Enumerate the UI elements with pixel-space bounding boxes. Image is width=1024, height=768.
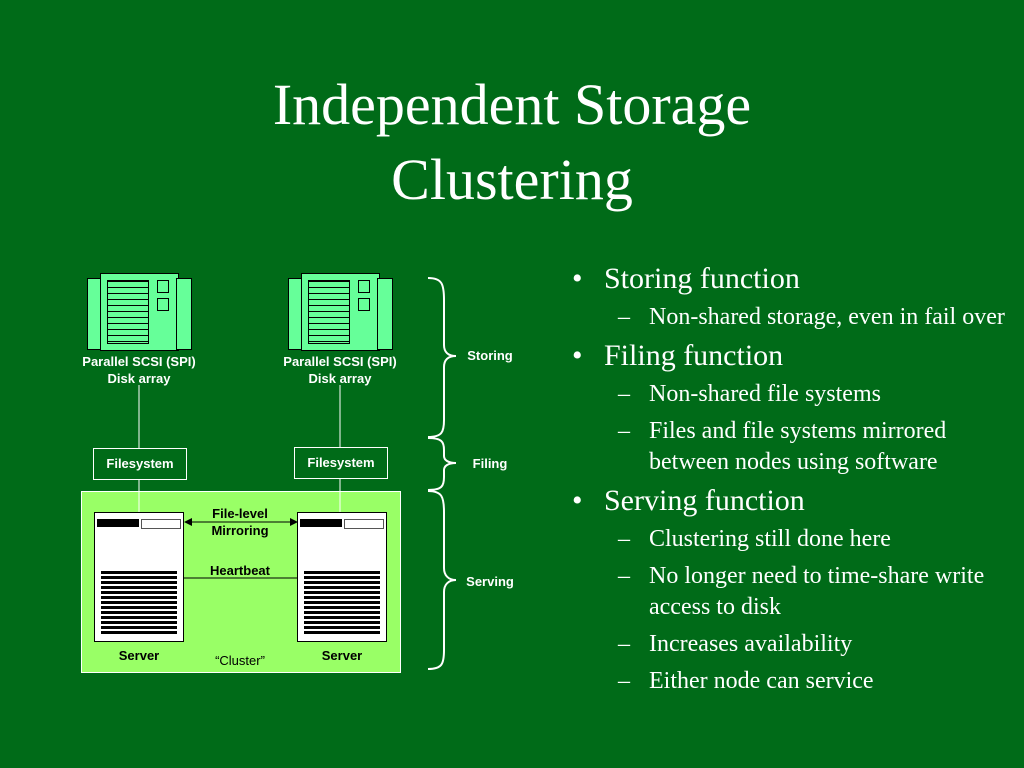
brace-filing [427, 437, 457, 491]
server-left-icon [94, 512, 184, 642]
disk-array-right-icon [288, 273, 393, 351]
bullet-filing: Filing function [560, 339, 1010, 373]
sub-bullet: Increases availability [560, 629, 1010, 660]
slide-title-line1: Independent Storage [272, 72, 752, 137]
disk-label-left-line1: Parallel SCSI (SPI) [82, 354, 196, 369]
bullet-serving: Serving function [560, 484, 1010, 518]
sub-bullet: No longer need to time-share write acces… [560, 561, 1010, 623]
sub-bullet: Files and file systems mirrored between … [560, 416, 1010, 478]
bullet-storing: Storing function [560, 262, 1010, 296]
bullet-list: Storing function Non-shared storage, eve… [560, 262, 1010, 703]
mirroring-label-line2: Mirroring [211, 523, 269, 538]
server-right-icon [297, 512, 387, 642]
mirroring-label-line1: File-level [212, 506, 268, 521]
disk-label-right-line1: Parallel SCSI (SPI) [283, 354, 397, 369]
disk-label-right: Parallel SCSI (SPI) Disk array [269, 353, 411, 387]
disk-array-left-icon [87, 273, 192, 351]
mirroring-label: File-level Mirroring [186, 505, 294, 539]
slide-title-line2: Clustering [391, 147, 633, 212]
cluster-label: “Cluster” [215, 653, 265, 668]
server-left-label: Server [118, 648, 160, 663]
brace-label-filing: Filing [472, 456, 508, 471]
sub-bullet: Either node can service [560, 666, 1010, 697]
sub-bullet: Clustering still done here [560, 524, 1010, 555]
disk-label-left: Parallel SCSI (SPI) Disk array [68, 353, 210, 387]
brace-storing [427, 277, 457, 438]
brace-label-serving: Serving [466, 574, 514, 589]
filesystem-right-box: Filesystem [294, 447, 388, 479]
heartbeat-label: Heartbeat [210, 563, 270, 578]
filesystem-left-box: Filesystem [93, 448, 187, 480]
brace-serving [427, 490, 457, 670]
disk-label-left-line2: Disk array [107, 371, 171, 386]
sub-bullet: Non-shared storage, even in fail over [560, 302, 1010, 333]
brace-label-storing: Storing [467, 348, 513, 363]
server-right-label: Server [321, 648, 363, 663]
disk-label-right-line2: Disk array [308, 371, 372, 386]
sub-bullet: Non-shared file systems [560, 379, 1010, 410]
